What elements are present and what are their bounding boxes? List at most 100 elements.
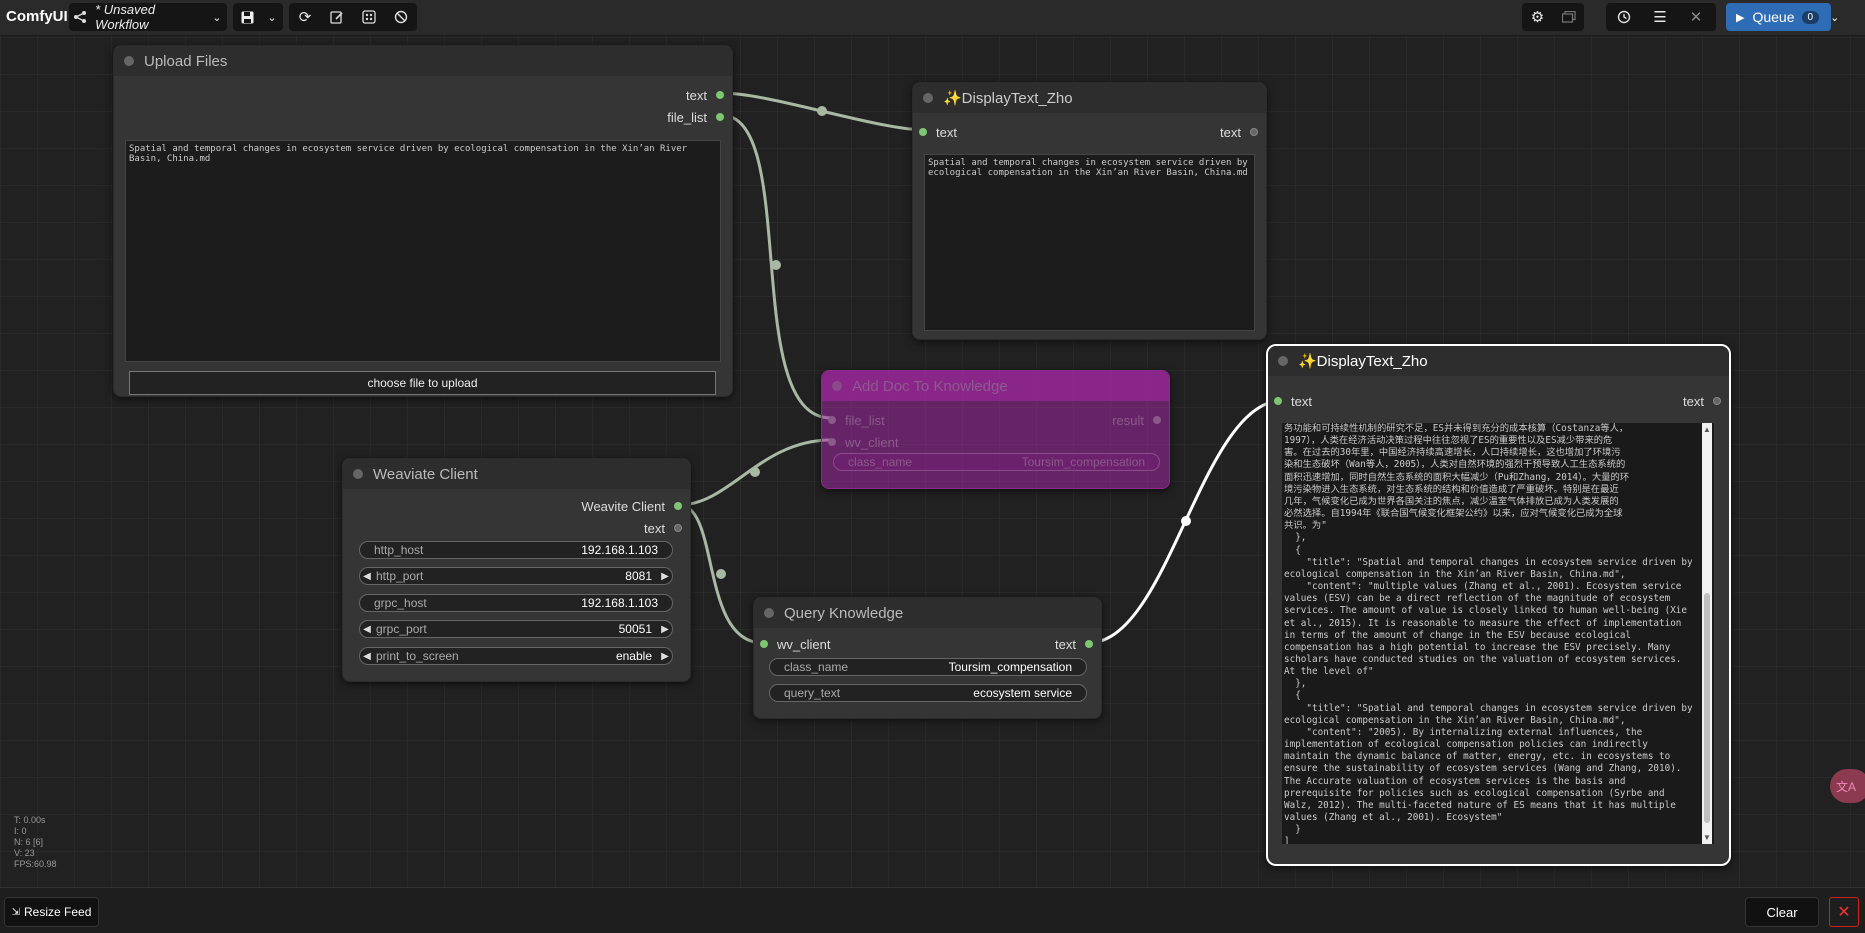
resize-feed-button[interactable]: ⇲ Resize Feed — [4, 897, 99, 927]
queue-button[interactable]: ▶ Queue 0 ⌄ — [1726, 3, 1839, 31]
slot-dot[interactable] — [716, 91, 724, 99]
output-slot-text[interactable]: text — [686, 87, 724, 103]
input-slot-text[interactable]: text — [919, 124, 957, 140]
choose-file-button[interactable]: choose file to upload — [129, 371, 716, 395]
fit-icon[interactable] — [353, 3, 385, 31]
scroll-down-icon[interactable]: ▼ — [1703, 833, 1711, 842]
list-icon[interactable]: ☰ — [1653, 9, 1667, 26]
collapse-dot[interactable] — [923, 93, 933, 103]
scrollbar[interactable]: ▲ ▼ — [1702, 423, 1712, 844]
settings-icon[interactable]: ⚙ — [1530, 9, 1545, 26]
http-port-widget[interactable]: ◀ http_port 8081 ▶ — [359, 567, 673, 585]
display-text-node-1[interactable]: ✨DisplayText_Zho text text Spatial and t… — [912, 82, 1267, 340]
decrement-arrow-icon[interactable]: ◀ — [363, 650, 371, 662]
slot-dot[interactable] — [828, 438, 836, 446]
query-knowledge-node[interactable]: Query Knowledge wv_client text class_nam… — [753, 597, 1102, 719]
widget-label: grpc_port — [376, 622, 427, 636]
upload-files-node[interactable]: Upload Files text file_list Spatial and … — [113, 45, 733, 397]
file-text-area[interactable]: Spatial and temporal changes in ecosyste… — [125, 140, 721, 362]
output-slot-text[interactable]: text — [644, 520, 682, 536]
output-slot-text[interactable]: text — [1683, 393, 1721, 409]
node-title: ✨DisplayText_Zho — [1298, 353, 1428, 370]
node-title-bar[interactable]: ✨DisplayText_Zho — [1268, 346, 1729, 376]
collapse-dot[interactable] — [124, 56, 134, 66]
widget-value: 192.168.1.103 — [581, 596, 658, 610]
slot-dot[interactable] — [1713, 397, 1721, 405]
slot-dot[interactable] — [1250, 128, 1258, 136]
display-text-area[interactable]: 务功能和可持续性机制的研究不足，ES并未得到充分的成本核算（Costanza等人… — [1282, 423, 1714, 844]
decrement-arrow-icon[interactable]: ◀ — [363, 623, 371, 635]
class-name-widget[interactable]: class_name Toursim_compensation — [769, 658, 1087, 676]
queue-label: Queue — [1752, 9, 1795, 25]
close-icon[interactable]: ✕ — [1829, 897, 1859, 927]
node-title: ✨DisplayText_Zho — [943, 90, 1073, 107]
slot-label: text — [1683, 393, 1704, 409]
add-doc-to-knowledge-node[interactable]: Add Doc To Knowledge file_list wv_client… — [821, 370, 1170, 489]
clear-button[interactable]: Clear — [1745, 897, 1819, 927]
output-slot-text[interactable]: text — [1055, 636, 1093, 652]
increment-arrow-icon[interactable]: ▶ — [661, 650, 669, 662]
http-host-widget[interactable]: http_host 192.168.1.103 — [359, 541, 673, 559]
slot-dot[interactable] — [760, 640, 768, 648]
slot-label: file_list — [667, 109, 707, 125]
node-title-bar[interactable]: Weaviate Client — [343, 459, 690, 489]
history-icon[interactable] — [1606, 3, 1642, 31]
slot-label: wv_client — [777, 636, 831, 652]
scroll-up-icon[interactable]: ▲ — [1703, 425, 1711, 434]
grpc-host-widget[interactable]: grpc_host 192.168.1.103 — [359, 594, 673, 612]
chevron-down-icon[interactable]: ⌄ — [267, 11, 277, 24]
close-icon[interactable]: ✕ — [1689, 9, 1703, 26]
share-icon[interactable] — [69, 3, 91, 31]
input-slot-wv-client[interactable]: wv_client — [828, 434, 898, 450]
scrollbar-thumb[interactable] — [1704, 593, 1710, 823]
slot-dot[interactable] — [1274, 397, 1282, 405]
app-logo: ComfyUI — [6, 8, 68, 25]
slot-label: text — [1291, 393, 1312, 409]
collapse-dot[interactable] — [353, 469, 363, 479]
node-title-bar[interactable]: Query Knowledge — [754, 598, 1101, 628]
collapse-dot[interactable] — [832, 381, 842, 391]
slot-dot[interactable] — [919, 128, 927, 136]
slot-dot[interactable] — [1085, 640, 1093, 648]
stat-time: T: 0.00s — [14, 815, 46, 825]
slot-dot[interactable] — [828, 416, 836, 424]
workflow-title[interactable]: * Unsaved Workflow — [95, 2, 156, 32]
gallery-icon[interactable] — [1553, 3, 1584, 31]
output-slot-weavite-client[interactable]: Weavite Client — [581, 498, 682, 514]
link-client-to-adddoc — [678, 438, 832, 507]
slot-dot[interactable] — [716, 113, 724, 121]
slot-dot[interactable] — [674, 524, 682, 532]
input-slot-text[interactable]: text — [1274, 393, 1312, 409]
query-text-widget[interactable]: query_text ecosystem service — [769, 684, 1087, 702]
chevron-down-icon[interactable]: ⌄ — [212, 11, 222, 24]
collapse-dot[interactable] — [1278, 356, 1288, 366]
slot-dot[interactable] — [674, 502, 682, 510]
display-text-node-2[interactable]: ✨DisplayText_Zho text text 务功能和可持续性机制的研究… — [1266, 344, 1731, 866]
node-title-bar[interactable]: ✨DisplayText_Zho — [913, 83, 1266, 113]
workflow-tab[interactable]: * Unsaved Workflow ⌄ — [69, 2, 227, 32]
edit-icon[interactable] — [321, 3, 353, 31]
translate-icon[interactable]: 文A — [1830, 769, 1865, 803]
refresh-icon[interactable]: ⟳ — [298, 9, 312, 26]
increment-arrow-icon[interactable]: ▶ — [661, 570, 669, 582]
display-text-area[interactable]: Spatial and temporal changes in ecosyste… — [924, 154, 1255, 331]
stat-vertices: V: 23 — [14, 848, 35, 858]
slot-dot[interactable] — [1153, 416, 1161, 424]
grpc-port-widget[interactable]: ◀ grpc_port 50051 ▶ — [359, 620, 673, 638]
class-name-widget[interactable]: class_name Toursim_compensation — [833, 453, 1160, 471]
node-title-bar[interactable]: Add Doc To Knowledge — [822, 371, 1169, 401]
cancel-icon[interactable] — [385, 3, 417, 31]
decrement-arrow-icon[interactable]: ◀ — [363, 570, 371, 582]
input-slot-file-list[interactable]: file_list — [828, 412, 885, 428]
output-slot-result[interactable]: result — [1112, 412, 1161, 428]
output-slot-text[interactable]: text — [1220, 124, 1258, 140]
weaviate-client-node[interactable]: Weaviate Client Weavite Client text http… — [342, 458, 691, 682]
node-title-bar[interactable]: Upload Files — [114, 46, 732, 76]
print-to-screen-widget[interactable]: ◀ print_to_screen enable ▶ — [359, 647, 673, 665]
increment-arrow-icon[interactable]: ▶ — [661, 623, 669, 635]
chevron-down-icon[interactable]: ⌄ — [1830, 11, 1840, 24]
save-icon[interactable] — [233, 3, 261, 31]
input-slot-wv-client[interactable]: wv_client — [760, 636, 830, 652]
output-slot-file-list[interactable]: file_list — [667, 109, 724, 125]
collapse-dot[interactable] — [764, 608, 774, 618]
